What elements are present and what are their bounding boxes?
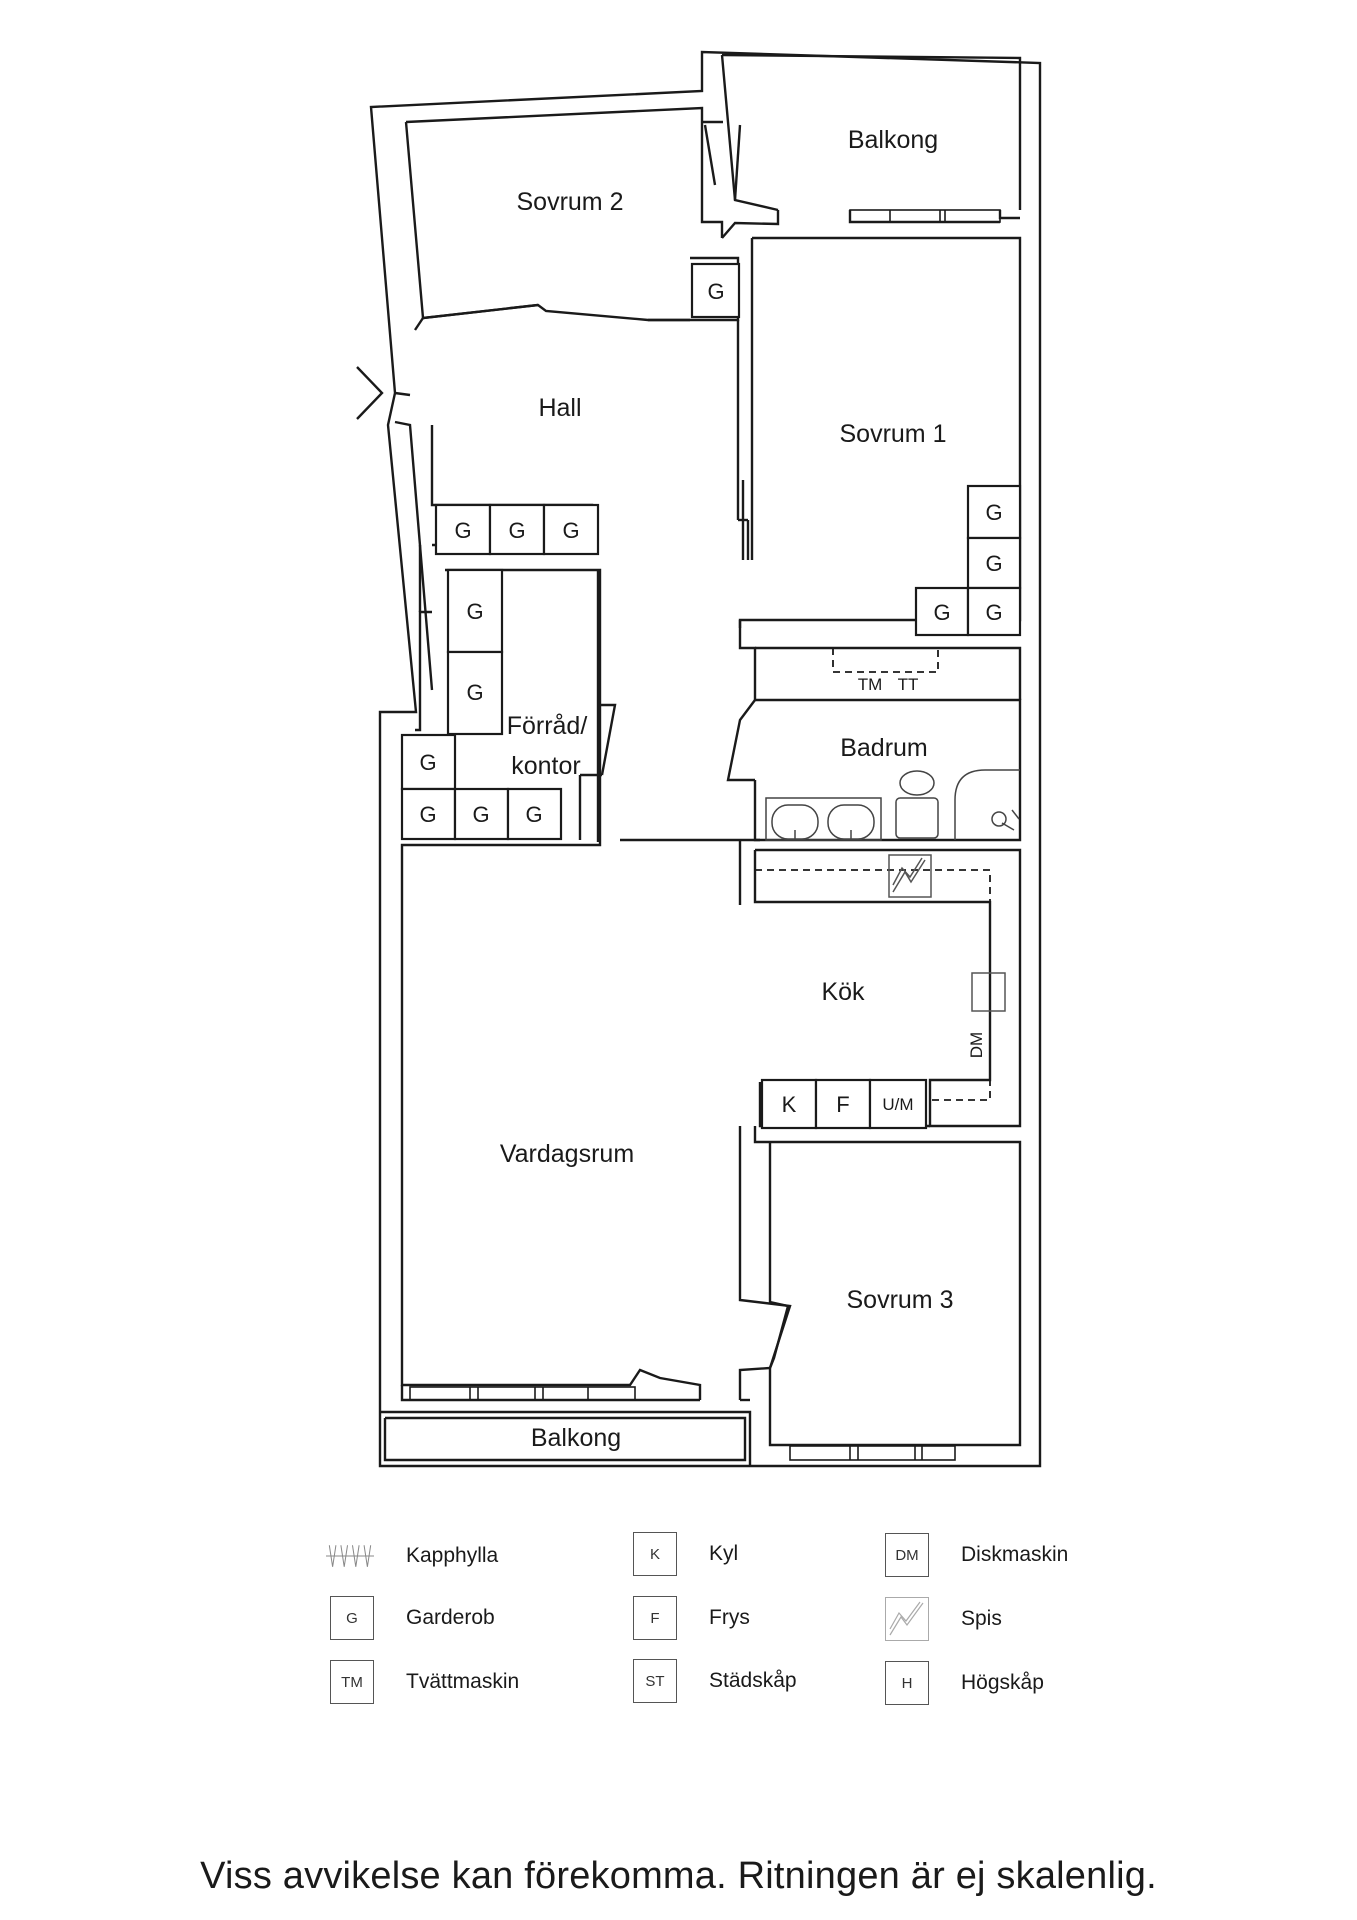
wardrobe-sovrum1-1-label: G	[985, 500, 1002, 525]
legend-label: Kyl	[709, 1542, 739, 1565]
legend-label: Garderob	[406, 1606, 495, 1629]
room-badrum-label: Badrum	[840, 734, 928, 762]
freezer-label: F	[836, 1092, 849, 1117]
legend-label: Diskmaskin	[961, 1543, 1069, 1566]
wardrobe-hall-3-label: G	[562, 518, 579, 543]
oven-microwave	[868, 1078, 928, 1130]
wardrobe-forrad-2	[446, 650, 504, 736]
toilet	[895, 797, 939, 839]
fridge	[760, 1078, 818, 1130]
wardrobe-sovrum1-4-label: G	[985, 600, 1002, 625]
legend-code: TM	[330, 1660, 374, 1704]
legend-code: K	[633, 1532, 677, 1576]
wardrobe-forrad-3-label: G	[419, 750, 436, 775]
wardrobe-forrad-2-label: G	[466, 680, 483, 705]
wardrobe-hall-1-label: G	[454, 518, 471, 543]
legend-item-spis: Spis	[885, 1593, 1002, 1645]
wardrobe-forrad-4	[400, 787, 457, 841]
legend-code: ST	[633, 1659, 677, 1703]
legend-item-garderob: G Garderob	[330, 1592, 495, 1644]
room-forrad-label-1: Förråd/	[507, 712, 588, 740]
wardrobe-hall-2	[488, 503, 546, 556]
washer-label: TM	[858, 675, 883, 694]
fridge-label: K	[782, 1092, 797, 1117]
wardrobe-forrad-6-label: G	[525, 802, 542, 827]
legend-label: Frys	[709, 1606, 750, 1629]
wardrobe-sovrum1-3-label: G	[933, 600, 950, 625]
legend-item-hogskap: H Högskåp	[885, 1657, 1044, 1709]
room-hall-label: Hall	[538, 394, 581, 422]
wardrobe-forrad-1-label: G	[466, 599, 483, 624]
wardrobe-sovrum1-4	[966, 586, 1022, 637]
wardrobe-hall-1	[434, 503, 492, 556]
room-vardagsrum-label: Vardagsrum	[500, 1140, 634, 1168]
wardrobe-sovrum1-1	[966, 484, 1022, 540]
wardrobe-forrad-6	[506, 787, 563, 841]
legend-label: Högskåp	[961, 1671, 1044, 1694]
legend-item-kyl: K Kyl	[633, 1528, 738, 1580]
legend-code: F	[633, 1596, 677, 1640]
dryer-label: TT	[898, 675, 919, 694]
stove-icon	[888, 854, 932, 898]
legend-code: H	[885, 1661, 929, 1705]
room-kok-label: Kök	[821, 978, 865, 1006]
oven-microwave-label: U/M	[882, 1095, 913, 1114]
wardrobe-forrad-1	[446, 568, 504, 654]
wardrobe-sovrum2	[690, 262, 741, 319]
bathroom-vanity	[765, 797, 882, 841]
room-sovrum2-label: Sovrum 2	[517, 188, 624, 216]
wardrobe-forrad-3	[400, 733, 457, 791]
wardrobe-sovrum1-2	[966, 536, 1022, 590]
windows	[409, 209, 1001, 1461]
dishwasher-label: DM	[967, 1032, 986, 1058]
disclaimer-text: Viss avvikelse kan förekomma. Ritningen …	[200, 1855, 1157, 1897]
wardrobe-hall-3	[542, 503, 600, 556]
spis-icon	[885, 1597, 929, 1641]
legend-label: Städskåp	[709, 1669, 797, 1692]
legend-label: Tvättmaskin	[406, 1670, 520, 1693]
shower	[954, 769, 1020, 840]
room-forrad-label-2: kontor	[511, 752, 580, 780]
room-balkong-bottom-label: Balkong	[531, 1424, 621, 1452]
outer-wall	[369, 50, 1042, 1468]
kitchen-counter-upper	[755, 869, 991, 1101]
room-sovrum1-label: Sovrum 1	[840, 420, 947, 448]
legend-label: Spis	[961, 1607, 1002, 1630]
legend-item-diskmaskin: DM Diskmaskin	[885, 1529, 1068, 1581]
sink	[971, 972, 1006, 1012]
legend-code: G	[330, 1596, 374, 1640]
legend-item-tvattmaskin: TM Tvättmaskin	[330, 1656, 519, 1708]
legend-item-kapphylla: Kapphylla	[326, 1530, 499, 1582]
wardrobe-forrad-5-label: G	[472, 802, 489, 827]
wardrobe-sovrum2-label: G	[707, 279, 724, 304]
wardrobe-sovrum1-2-label: G	[985, 551, 1002, 576]
wardrobe-forrad-5	[453, 787, 510, 841]
legend-label: Kapphylla	[406, 1544, 499, 1567]
entrance-arrow-icon	[356, 366, 384, 420]
laundry-counter	[832, 648, 939, 673]
wardrobe-forrad-4-label: G	[419, 802, 436, 827]
wardrobe-hall-2-label: G	[508, 518, 525, 543]
legend-code: DM	[885, 1533, 929, 1577]
room-sovrum3-label: Sovrum 3	[847, 1286, 954, 1314]
kapphylla-icon	[326, 1534, 374, 1578]
legend-item-stadskap: ST Städskåp	[633, 1655, 797, 1707]
room-balkong-top-label: Balkong	[848, 126, 938, 154]
legend-item-frys: F Frys	[633, 1592, 750, 1644]
